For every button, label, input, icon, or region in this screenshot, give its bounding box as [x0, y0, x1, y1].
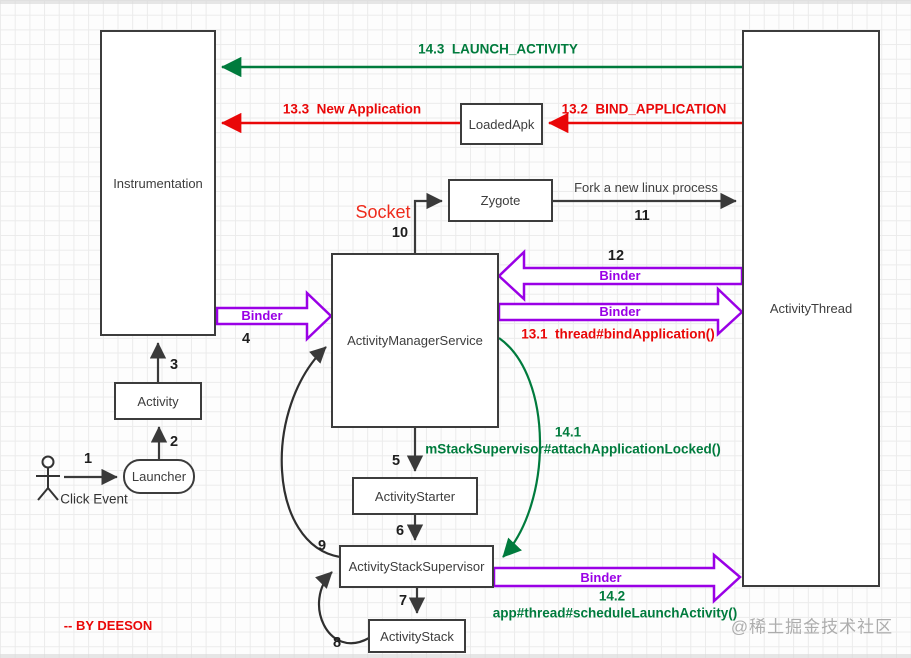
label-binder-step4: Binder: [241, 307, 283, 323]
step-10: 10: [391, 225, 409, 242]
label-attach-application-locked: mStackSupervisor#attachApplicationLocked…: [425, 441, 721, 457]
arrow-step8-stack-supervisor: [315, 571, 370, 645]
label-by-deeson: -- BY DEESON: [63, 617, 153, 633]
label-bind-application: 13.2 BIND_APPLICATION: [561, 101, 727, 117]
box-loaded-apk: LoadedApk: [460, 103, 543, 145]
label-click-event: Click Event: [60, 491, 128, 507]
step-11: 11: [634, 208, 650, 225]
label-socket: Socket: [355, 202, 411, 223]
box-activity-stack-supervisor: ActivityStackSupervisor: [339, 545, 494, 588]
step-5: 5: [391, 453, 401, 470]
box-activity-stack: ActivityStack: [368, 619, 466, 653]
label-step-14-2: 14.2: [598, 588, 626, 604]
actor-stick-figure: [36, 455, 60, 501]
step-8: 8: [332, 635, 342, 652]
top-edge-strip: [0, 0, 911, 4]
box-activity-starter: ActivityStarter: [352, 477, 478, 515]
binder-block-arrow-step13-1: [497, 286, 744, 337]
bottom-edge-strip: [0, 654, 911, 658]
binder-block-arrow-step4: [215, 290, 333, 342]
step-6: 6: [395, 523, 405, 540]
box-activity-thread: ActivityThread: [742, 30, 880, 587]
step-1: 1: [83, 451, 93, 468]
label-schedule-launch-activity: app#thread#scheduleLaunchActivity(): [492, 605, 738, 621]
label-binder-step14-2: Binder: [580, 569, 622, 585]
arrow-socket-to-zygote: [413, 192, 443, 253]
box-zygote: Zygote: [448, 179, 553, 222]
box-activity: Activity: [114, 382, 202, 420]
step-2: 2: [169, 434, 179, 451]
box-instrumentation: Instrumentation: [100, 30, 216, 336]
label-binder-step13-1: Binder: [599, 303, 641, 319]
label-launch-activity: 14.3 LAUNCH_ACTIVITY: [418, 41, 578, 57]
box-activity-manager-service: ActivityManagerService: [331, 253, 499, 428]
binder-block-arrow-step14-2: [492, 552, 742, 604]
arrow-step9-supervisor-ams: [280, 346, 341, 559]
step-3: 3: [169, 357, 179, 374]
label-new-application: 13.3 New Application: [282, 101, 422, 117]
step-7: 7: [398, 593, 408, 610]
watermark-juejin: @稀土掘金技术社区: [730, 617, 894, 637]
box-launcher: Launcher: [123, 459, 195, 494]
label-binder-step12: Binder: [599, 267, 641, 283]
label-thread-bind-application: 13.1 thread#bindApplication(): [521, 326, 715, 342]
label-fork-process: Fork a new linux process: [574, 179, 718, 195]
step-9: 9: [317, 538, 327, 555]
step-4: 4: [241, 331, 251, 348]
step-12: 12: [607, 248, 625, 265]
arrow-attach-application-locked: [498, 337, 542, 558]
binder-block-arrow-step12: [497, 249, 744, 302]
label-step-14-1: 14.1: [554, 424, 582, 440]
